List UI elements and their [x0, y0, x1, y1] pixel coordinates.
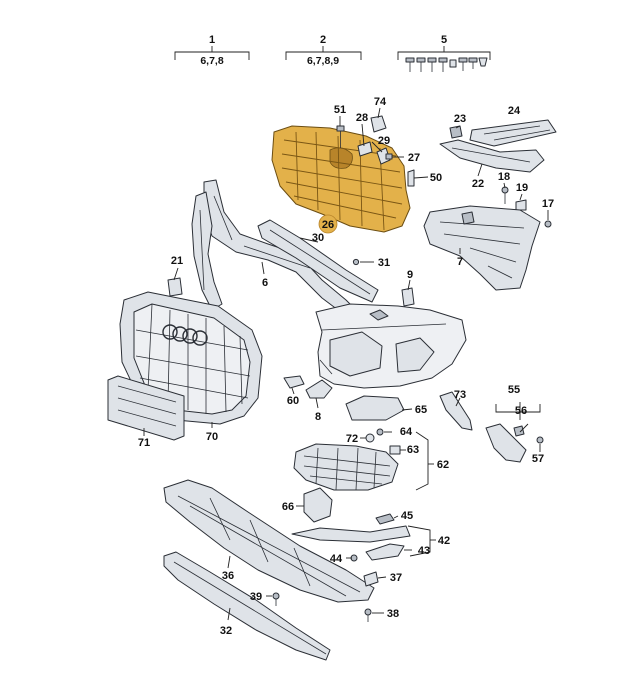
label-26: 26 — [322, 219, 334, 231]
group-5: 5 — [397, 34, 491, 72]
part-36-underbody — [163, 479, 375, 603]
part-65-trim — [345, 395, 405, 421]
label-70: 70 — [206, 431, 218, 443]
label-62: 62 — [437, 459, 449, 471]
label-23: 23 — [454, 113, 466, 125]
group-2-members: 6,7,8,9 — [307, 55, 339, 67]
label-42: 42 — [438, 535, 450, 547]
part-62-fog-grille — [293, 443, 399, 491]
part-32-lower-lip — [163, 551, 331, 661]
rings-emblem-icon — [162, 324, 208, 346]
group-1-members: 6,7,8 — [200, 55, 224, 67]
part-8-cover — [305, 379, 333, 399]
label-38: 38 — [387, 608, 399, 620]
label-32: 32 — [220, 625, 232, 637]
label-27: 27 — [408, 152, 420, 164]
small-parts-upper — [336, 115, 415, 187]
group-1-number: 1 — [209, 34, 215, 46]
label-24: 24 — [508, 105, 521, 117]
label-44: 44 — [330, 553, 343, 565]
label-39: 39 — [250, 591, 262, 603]
label-57: 57 — [532, 453, 544, 465]
label-74: 74 — [374, 96, 387, 108]
label-55: 55 — [508, 384, 520, 396]
label-71: 71 — [138, 437, 150, 449]
label-37: 37 — [390, 572, 402, 584]
part-21-clip — [167, 277, 183, 297]
parts-42-group — [291, 513, 411, 587]
group-1: 1 6,7,8 — [174, 34, 250, 67]
part-70-radiator-grille — [119, 291, 263, 425]
label-72: 72 — [346, 433, 358, 445]
label-36: 36 — [222, 570, 234, 582]
leader-lines — [143, 107, 549, 621]
fastener-set-icon — [405, 57, 488, 72]
label-43: 43 — [418, 545, 430, 557]
part-26-badge — [318, 214, 338, 234]
label-73: 73 — [454, 389, 466, 401]
part-55-cover — [485, 423, 544, 463]
part-66-light-frame — [303, 487, 333, 523]
part-30-lower-strip — [257, 219, 379, 303]
label-31: 31 — [378, 257, 390, 269]
part-26-air-guide-highlighted — [271, 125, 411, 233]
label-66: 66 — [282, 501, 294, 513]
bumper-cover — [315, 303, 467, 389]
label-22: 22 — [472, 178, 484, 190]
label-8: 8 — [315, 411, 321, 423]
part-71-plate-holder — [107, 375, 185, 441]
label-19: 19 — [516, 182, 528, 194]
group-2-number: 2 — [320, 34, 326, 46]
part-24-bracket — [469, 119, 557, 147]
label-51: 51 — [334, 104, 346, 116]
label-17: 17 — [542, 198, 554, 210]
label-28: 28 — [356, 112, 368, 124]
label-6: 6 — [262, 277, 268, 289]
label-9: 9 — [407, 269, 413, 281]
part-22-trim — [439, 139, 545, 173]
group-5-number: 5 — [441, 34, 447, 46]
parts-39-38 — [272, 592, 372, 622]
label-63: 63 — [407, 444, 419, 456]
group-2: 2 6,7,8,9 — [285, 34, 362, 67]
part-7-side-bracket — [423, 205, 541, 291]
label-18: 18 — [498, 171, 510, 183]
label-29: 29 — [378, 135, 390, 147]
part-number-labels: 51 74 28 29 27 50 26 30 31 23 24 22 18 1… — [138, 96, 554, 637]
label-45: 45 — [401, 510, 413, 522]
label-50: 50 — [430, 172, 442, 184]
part-23-clip — [449, 125, 463, 139]
label-7: 7 — [457, 256, 463, 268]
part-9-clip — [401, 287, 415, 307]
label-56: 56 — [515, 405, 527, 417]
part-60-cap — [283, 375, 305, 389]
label-65: 65 — [415, 404, 427, 416]
label-60: 60 — [287, 395, 299, 407]
part-73-strip — [439, 391, 473, 431]
label-30: 30 — [312, 232, 324, 244]
label-21: 21 — [171, 255, 183, 267]
label-64: 64 — [400, 426, 413, 438]
